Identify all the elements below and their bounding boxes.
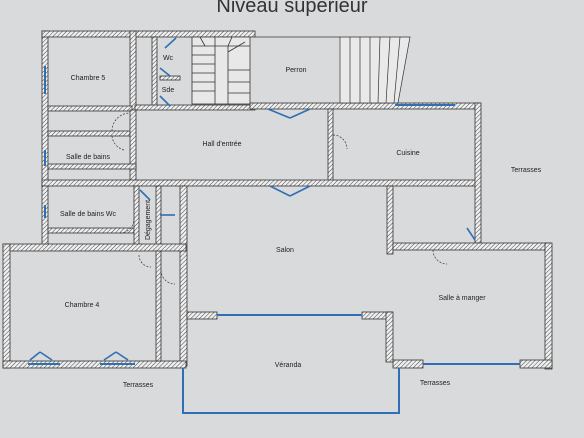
doors [29,37,476,361]
label-sde: Sde [162,87,175,94]
label-salon: Salon [276,247,294,254]
windows [28,66,520,414]
label-salle-de-bains-wc: Salle de bains Wc [60,211,117,218]
label-salle-de-bains: Salle de bains [66,154,110,161]
label-terrasses-bottom-left: Terrasses [123,382,154,389]
exterior-stairs [255,36,411,104]
walls [2,30,553,370]
plan-title: Niveau supérieur [216,0,368,17]
label-perron: Perron [285,67,306,74]
room-labels: Chambre 5 Wc Sde Perron Hall d'entrée Sa… [60,55,542,389]
label-cuisine: Cuisine [396,150,419,157]
label-terrasses-bottom-right: Terrasses [420,380,451,387]
label-chambre-5: Chambre 5 [71,75,106,82]
staircase [191,36,251,105]
label-terrasses-right: Terrasses [511,167,542,174]
label-wc: Wc [163,55,174,62]
label-degagement: Dégagement [145,200,152,240]
label-chambre-4: Chambre 4 [65,302,100,309]
label-veranda: Véranda [275,362,302,369]
label-salle-a-manger: Salle à manger [438,295,486,302]
label-hall: Hall d'entrée [202,141,241,148]
